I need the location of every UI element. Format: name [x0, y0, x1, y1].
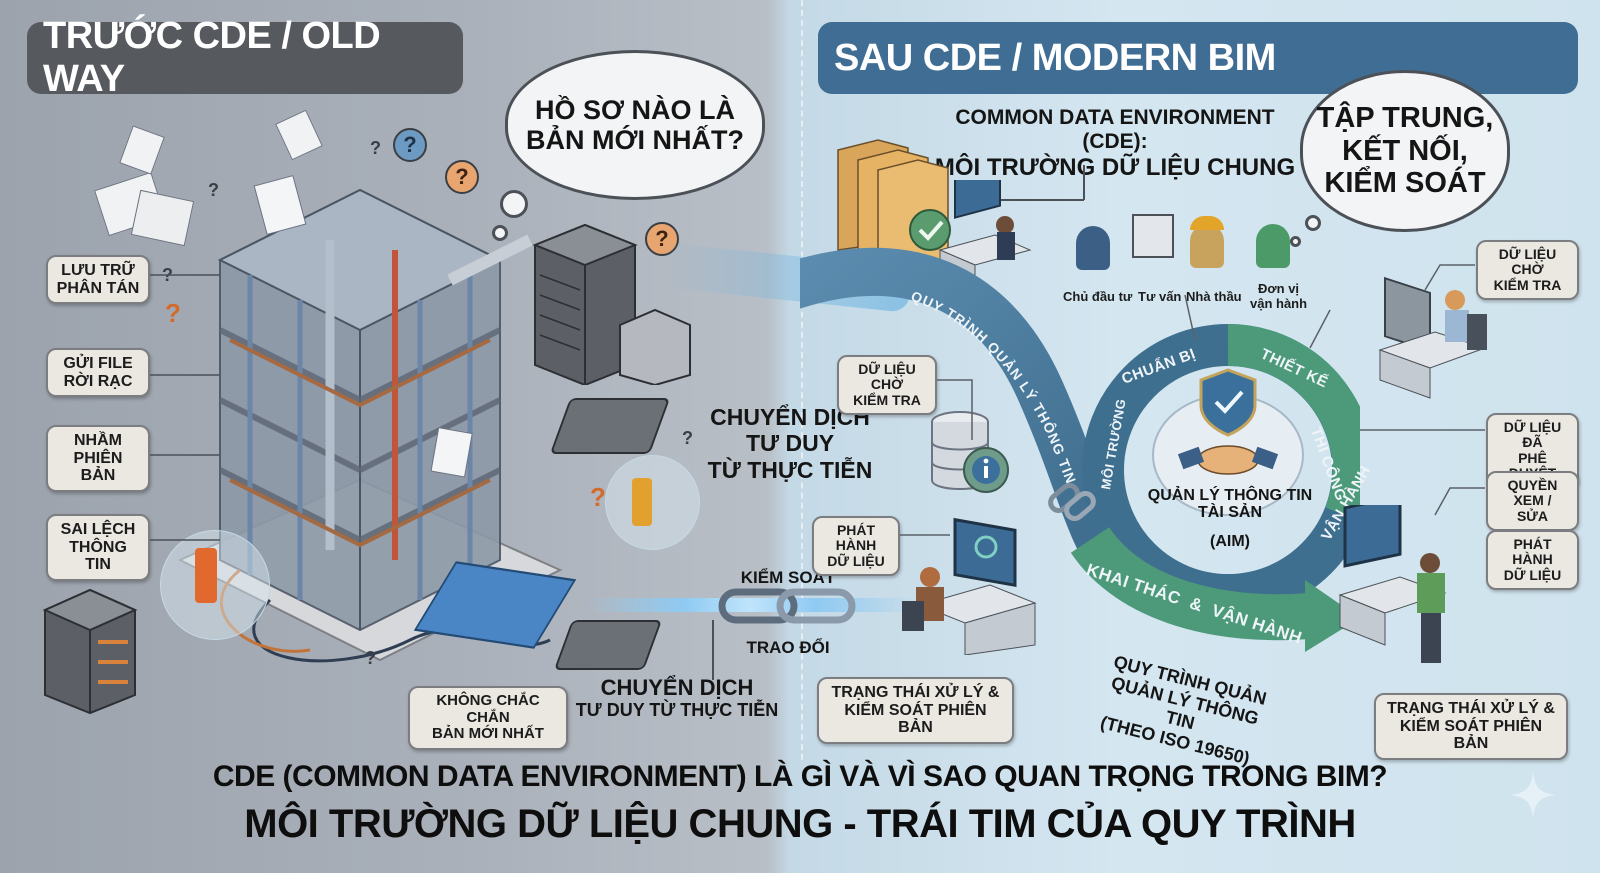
sparkle-icon — [1510, 772, 1556, 818]
data-stream — [585, 598, 915, 612]
role-contractor: Nhà thầu — [1186, 289, 1242, 304]
workstation-approver-icon — [1338, 505, 1447, 663]
thought-bubble-dot — [1290, 236, 1301, 247]
question-mark-icon: ? — [590, 482, 606, 512]
cloud-text-line: HỒ SƠ NÀO LÀ — [534, 94, 736, 125]
panel-divider — [801, 0, 803, 760]
main-title-question: CDE (COMMON DATA ENVIRONMENT) LÀ GÌ VÀ V… — [212, 760, 1388, 793]
workstation-reviewer-icon — [1378, 276, 1487, 399]
chain-link-icon — [718, 588, 856, 624]
main-title-subtitle: MÔI TRƯỜNG DỮ LIỆU CHUNG - TRÁI TIM CỦA … — [244, 802, 1356, 846]
scattered-building-illustration — [177, 175, 563, 663]
link-label-exchange: TRAO ĐỔI — [746, 638, 830, 657]
aim-label: QUẢN LÝ THÔNG TIN TÀI SẢN (AIM) — [1147, 487, 1313, 550]
worker-figure-icon — [195, 548, 217, 603]
label-connector-lines — [150, 274, 220, 541]
operator-avatar-icon — [1256, 224, 1290, 268]
server-rack-icon — [42, 588, 138, 715]
contractor-avatar-icon — [1190, 224, 1224, 268]
workstation-publisher-icon — [902, 517, 1037, 655]
thought-bubble-dot — [500, 190, 528, 218]
thought-cloud-centralized: TẬP TRUNG, KẾT NỐI, KIỂM SOÁT — [1300, 70, 1510, 232]
consultant-board-icon — [1132, 214, 1174, 258]
chain-link-icon — [1048, 483, 1096, 521]
cloud-text-line: BẢN MỚI NHẤT? — [525, 125, 744, 155]
stakeholder-roles — [1070, 214, 1315, 286]
question-mark-icon: ? — [365, 648, 376, 668]
hard-hat-icon — [1190, 216, 1224, 230]
modern-bim-banner-text: SAU CDE / MODERN BIM — [834, 36, 1276, 79]
question-mark-icon: ? — [165, 298, 181, 328]
link-label-control: KIỂM SOÁT — [740, 568, 836, 587]
floating-document-icon — [130, 189, 195, 247]
question-mark-icon: ? — [682, 428, 693, 448]
role-investor: Chủ đầu tư — [1063, 289, 1133, 304]
database-info-icon — [931, 411, 1009, 493]
old-way-banner-text: TRƯỚC CDE / OLD WAY — [43, 15, 381, 100]
connector-line — [712, 620, 714, 680]
thought-bubble-dot — [492, 225, 508, 241]
hard-drive-icon — [549, 398, 671, 454]
question-bubble-icon: ? — [393, 128, 427, 162]
question-bubble-icon: ? — [445, 160, 479, 194]
worker-figure-icon — [632, 478, 652, 526]
role-consultant: Tư vấn — [1138, 289, 1182, 304]
question-mark-icon: ? — [208, 180, 219, 200]
mindset-shift-heading-bottom: CHUYỂN DỊCH TƯ DUY TỪ THỰC TIỄN — [575, 675, 779, 721]
folder-stack-icon — [837, 139, 951, 271]
server-rack-icon — [532, 223, 691, 385]
question-mark-icon: ? — [370, 138, 381, 158]
thought-bubble-dot — [1305, 215, 1321, 231]
hard-drive-icon — [553, 620, 663, 670]
isolated-worker-bubble — [605, 455, 700, 550]
label-connector-lines — [900, 264, 1485, 536]
connector-line — [957, 199, 1084, 201]
investor-avatar-icon — [1076, 226, 1110, 270]
label-status-version-control-right: TRẠNG THÁI XỬ LÝ &KIỂM SOÁT PHIÊN BẢN — [1374, 693, 1568, 760]
old-way-banner: TRƯỚC CDE / OLD WAY — [27, 15, 463, 100]
label-status-version-control: TRẠNG THÁI XỬ LÝ &KIỂM SOÁT PHIÊN BẢN — [817, 677, 1014, 744]
thought-cloud-latest-version: HỒ SƠ NÀO LÀ BẢN MỚI NHẤT? — [505, 50, 765, 200]
connector-line — [1083, 165, 1085, 200]
cde-heading: COMMON DATA ENVIRONMENT (CDE): MÔI TRƯỜN… — [934, 106, 1296, 182]
